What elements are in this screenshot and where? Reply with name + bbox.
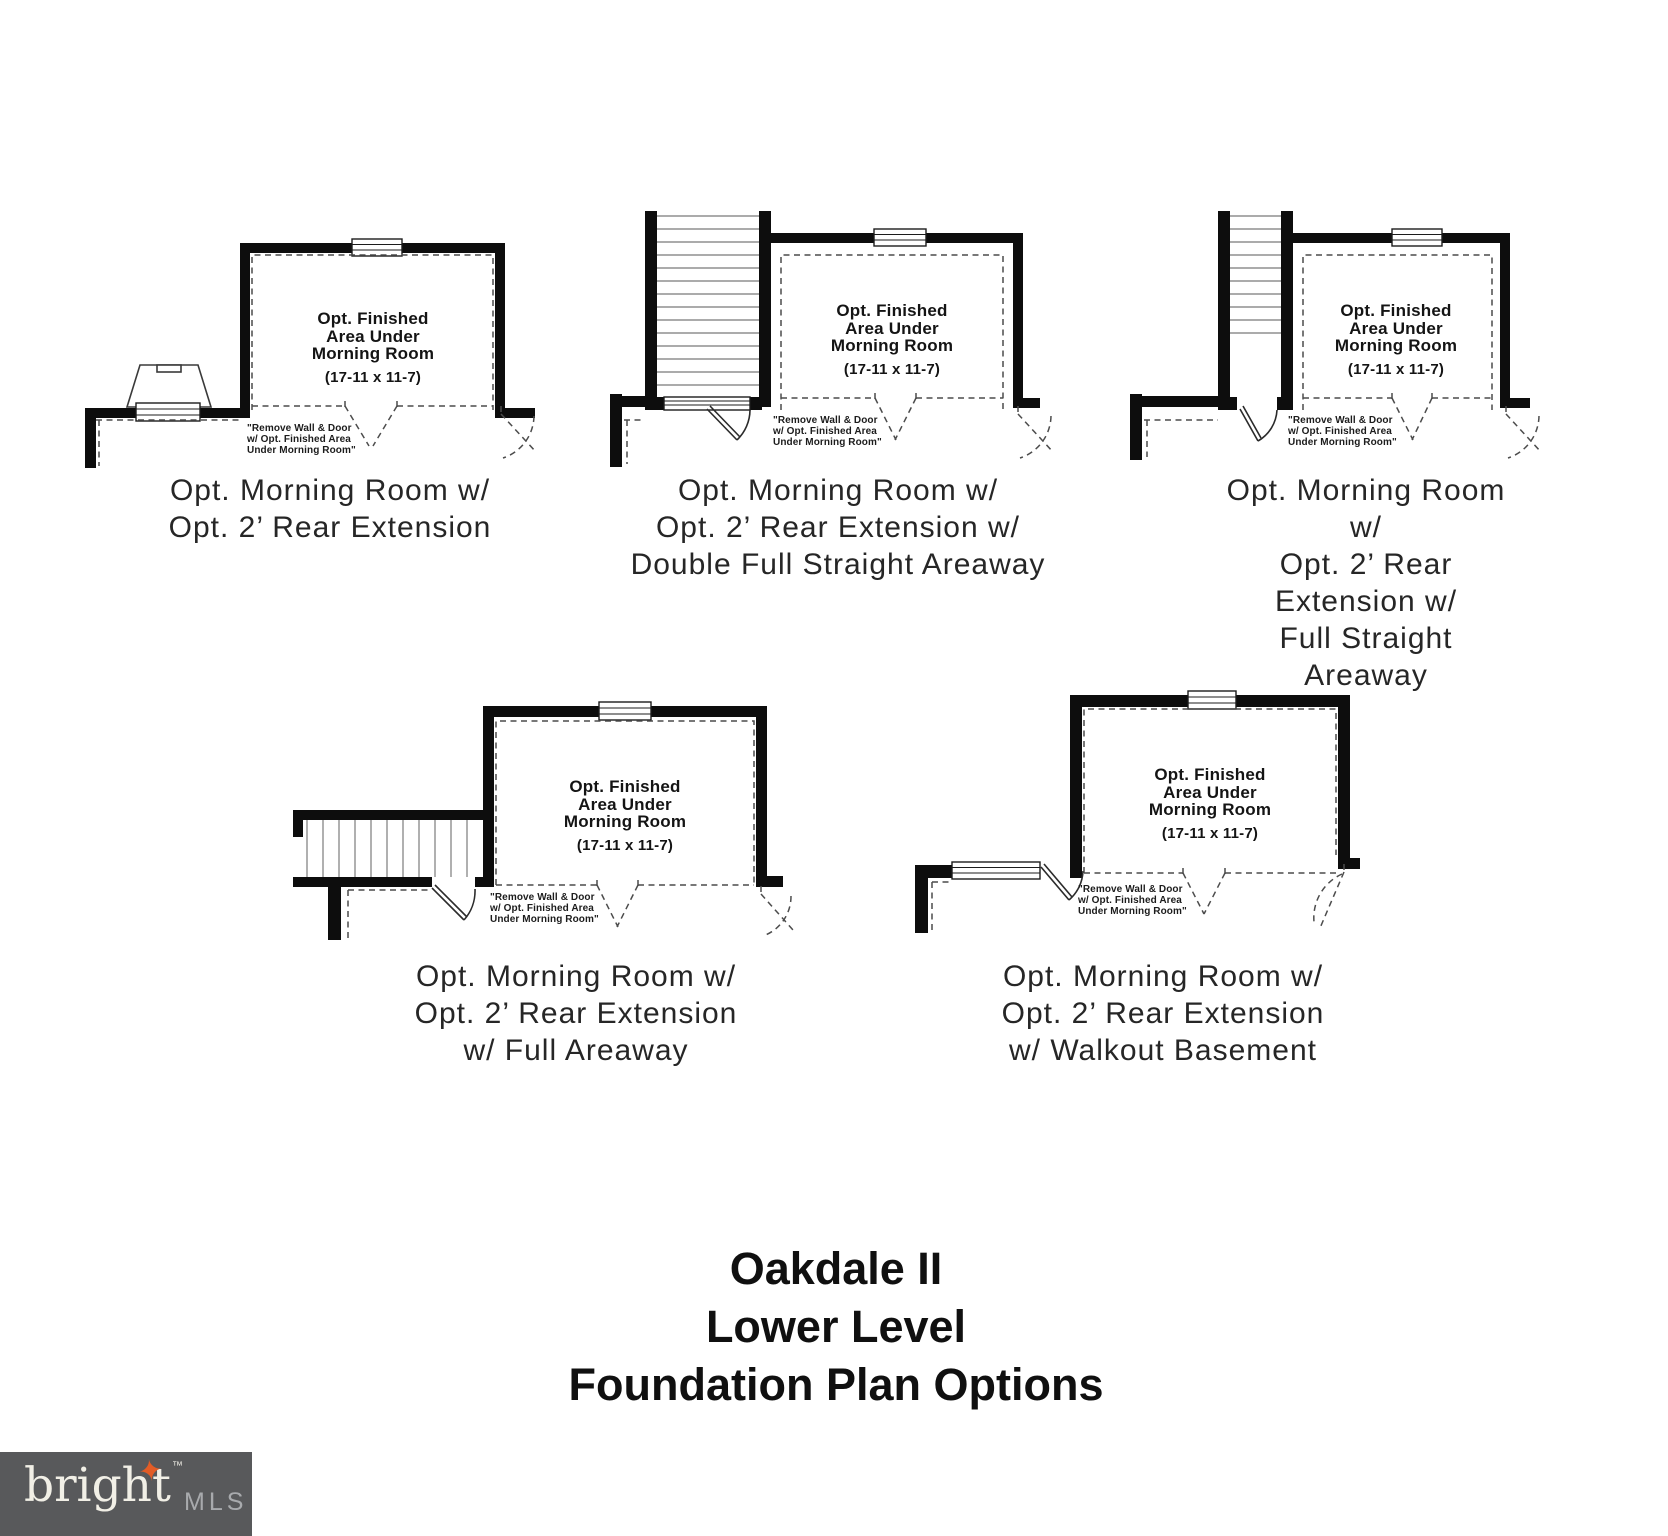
sheet-title-options: Foundation Plan Options <box>568 1359 1104 1410</box>
caption-plan-3: Opt. Morning Room w/ Opt. 2’ Rear Extens… <box>1226 474 1506 692</box>
caption-plan-1: Opt. Morning Room w/ Opt. 2’ Rear Extens… <box>168 474 492 544</box>
mls-wordmark: MLS <box>184 1488 248 1516</box>
remove-note-plan-2: "Remove Wall & Door w/ Opt. Finished Are… <box>773 415 882 448</box>
plan-2-dashed-boundary <box>624 254 1004 464</box>
brightmls-logo: bright ✦ ™ MLS <box>0 1452 252 1536</box>
plan-5-walkout-basement-drawing <box>915 690 1360 933</box>
room-dimensions: (17-11 x 11-7) <box>576 836 674 854</box>
caption-plan-4: Opt. Morning Room w/ Opt. 2’ Rear Extens… <box>414 960 738 1067</box>
room-label-line: Opt. Finished <box>1154 765 1266 784</box>
plan-1-double-door-opening <box>344 401 398 447</box>
plan-2-areaway-door <box>663 396 751 441</box>
plan-3-window-top <box>1391 228 1443 247</box>
plan-3-areaway-door <box>1239 405 1278 442</box>
plan-2-double-door-opening <box>874 393 917 441</box>
room-label-line: Morning Room <box>830 336 954 355</box>
room-label-plan-3: Opt. Finished Area Under Morning Room (1… <box>1335 302 1457 378</box>
plan-4-stairs <box>293 810 483 887</box>
plan-1-door-swing-dashed <box>500 406 537 459</box>
room-label-line: Opt. Finished <box>317 309 429 328</box>
room-dimensions: (17-11 x 11-7) <box>843 360 941 378</box>
caption-plan-2: Opt. Morning Room w/ Opt. 2’ Rear Extens… <box>630 474 1046 581</box>
room-label-line: Morning Room <box>1334 336 1458 355</box>
room-dimensions: (17-11 x 11-7) <box>1347 360 1445 378</box>
plan-3-stairs <box>1218 211 1293 407</box>
plan-5-walkout-door <box>1040 863 1084 901</box>
room-label-line: Morning Room <box>311 344 435 363</box>
plan-3-double-door-opening <box>1391 393 1433 441</box>
plan-3-door-swing-dashed <box>1505 406 1542 459</box>
caption-plan-5: Opt. Morning Room w/ Opt. 2’ Rear Extens… <box>1001 960 1325 1067</box>
plan-5-double-door-opening <box>1182 868 1226 915</box>
plan-5-walls <box>915 695 1360 933</box>
plan-4-door-swing-dashed <box>760 886 794 937</box>
room-label-line: Area Under <box>1349 318 1443 338</box>
room-label-line: Opt. Finished <box>836 301 948 320</box>
plan-4-dashed-boundary <box>347 720 755 938</box>
room-label-line: Area Under <box>326 326 420 346</box>
plan-5-dashed-boundary <box>931 708 1337 930</box>
room-label-plan-4: Opt. Finished Area Under Morning Room (1… <box>564 778 686 854</box>
plan-2-stairs <box>645 211 771 407</box>
room-label-plan-5: Opt. Finished Area Under Morning Room (1… <box>1149 766 1271 842</box>
plan-3-dashed-boundary <box>1144 254 1493 457</box>
trademark-symbol: ™ <box>172 1460 183 1472</box>
sheet-title-model: Oakdale II <box>729 1243 943 1294</box>
room-label-line: Morning Room <box>1148 800 1272 819</box>
room-label-line: Morning Room <box>563 812 687 831</box>
room-label-line: Area Under <box>845 318 939 338</box>
plan-4-areaway-door <box>431 884 476 921</box>
star-icon: ✦ <box>135 1452 166 1491</box>
plan-5-window-top <box>1187 690 1237 710</box>
room-dimensions: (17-11 x 11-7) <box>1161 824 1259 842</box>
room-label-line: Opt. Finished <box>1340 301 1452 320</box>
plan-2-door-swing-dashed <box>1017 406 1054 459</box>
remove-note-plan-4: "Remove Wall & Door w/ Opt. Finished Are… <box>490 892 599 925</box>
sheet-title: Oakdale II Lower Level Foundation Plan O… <box>569 1240 1104 1414</box>
plan-4-full-areaway-drawing <box>293 701 794 940</box>
plan-1-dashed-boundary <box>96 254 494 466</box>
plan-4-double-door-opening <box>596 880 639 928</box>
remove-note-plan-5: "Remove Wall & Door w/ Opt. Finished Are… <box>1078 884 1187 917</box>
room-label-line: Opt. Finished <box>569 777 681 796</box>
plan-5-door-swing-dashed <box>1313 864 1345 929</box>
plan-3-full-straight-areaway-drawing <box>1130 211 1542 460</box>
room-label-line: Area Under <box>1163 782 1257 802</box>
room-label-line: Area Under <box>578 794 672 814</box>
plan-2-window-top <box>873 228 927 247</box>
bright-wordmark: bright <box>24 1458 171 1513</box>
room-label-plan-1: Opt. Finished Area Under Morning Room (1… <box>312 310 434 386</box>
sheet-title-level: Lower Level <box>705 1301 967 1352</box>
plan-5-walkout-slider <box>951 861 1041 880</box>
remove-note-plan-3: "Remove Wall & Door w/ Opt. Finished Are… <box>1288 415 1397 448</box>
remove-note-plan-1: "Remove Wall & Door w/ Opt. Finished Are… <box>247 423 356 456</box>
plan-4-window-top <box>598 701 652 721</box>
plan-1-bulkhead <box>125 364 213 422</box>
plan-1-window-top <box>351 238 403 257</box>
room-dimensions: (17-11 x 11-7) <box>324 368 422 386</box>
room-label-plan-2: Opt. Finished Area Under Morning Room (1… <box>831 302 953 378</box>
plan-1-rear-extension-drawing <box>85 238 537 468</box>
plan-2-double-areaway-drawing <box>610 211 1054 467</box>
